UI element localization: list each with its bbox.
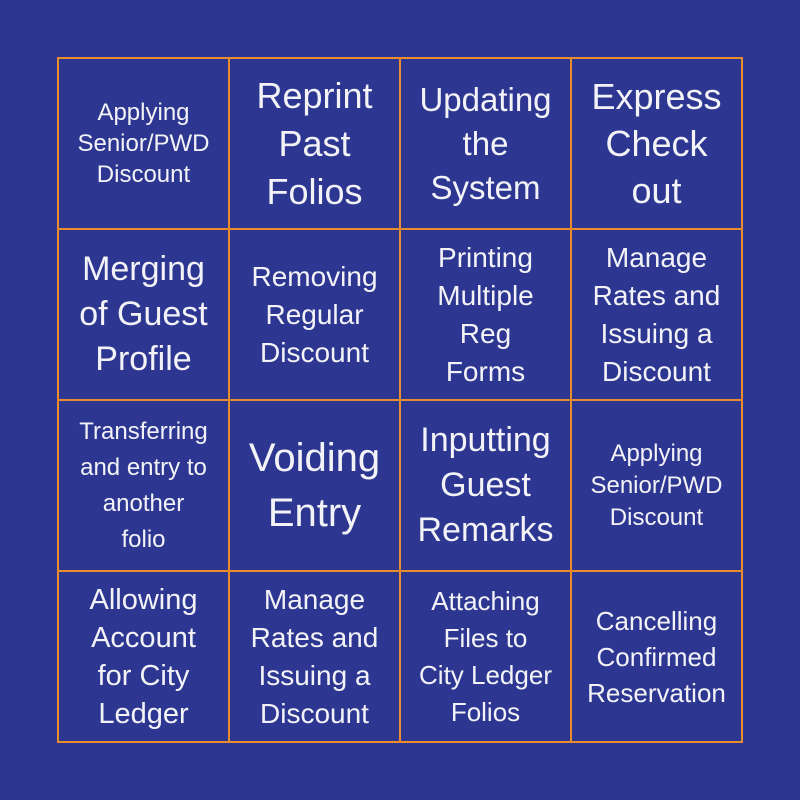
bingo-cell-r3c2[interactable]: Voiding Entry (230, 401, 399, 570)
bingo-cell-r2c3[interactable]: Printing Multiple Reg Forms (401, 230, 570, 399)
bingo-cell-label: Updating the System (419, 80, 552, 206)
bingo-cell-r2c2[interactable]: Removing Regular Discount (230, 230, 399, 399)
bingo-cell-r4c3[interactable]: Attaching Files to City Ledger Folios (401, 572, 570, 741)
bingo-cell-label: Inputting Guest Remarks (417, 421, 554, 549)
bingo-cell-r4c1[interactable]: Allowing Account for City Ledger (59, 572, 228, 741)
bingo-cell-r1c4[interactable]: Express Check out (572, 59, 741, 228)
bingo-cell-r2c1[interactable]: Merging of Guest Profile (59, 230, 228, 399)
bingo-cell-label: Reprint Past Folios (256, 74, 373, 212)
bingo-cell-r1c1[interactable]: Applying Senior/PWD Discount (59, 59, 228, 228)
bingo-cell-r4c2[interactable]: Manage Rates and Issuing a Discount (230, 572, 399, 741)
bingo-cell-r1c2[interactable]: Reprint Past Folios (230, 59, 399, 228)
bingo-cell-label: Merging of Guest Profile (79, 250, 208, 378)
bingo-cell-label: Applying Senior/PWD Discount (77, 99, 210, 188)
bingo-cell-label: Manage Rates and Issuing a Discount (250, 583, 379, 729)
bingo-cell-label: Manage Rates and Issuing a Discount (592, 241, 721, 387)
bingo-cell-r3c3[interactable]: Inputting Guest Remarks (401, 401, 570, 570)
bingo-cell-label: Applying Senior/PWD Discount (590, 439, 723, 531)
bingo-cell-label: Transferring and entry to another folio (79, 417, 208, 553)
bingo-cell-r3c1[interactable]: Transferring and entry to another folio (59, 401, 228, 570)
bingo-cell-r4c4[interactable]: Cancelling Confirmed Reservation (572, 572, 741, 741)
bingo-cell-label: Removing Regular Discount (251, 260, 378, 368)
bingo-cell-label: Allowing Account for City Ledger (89, 583, 198, 730)
bingo-cell-r1c3[interactable]: Updating the System (401, 59, 570, 228)
bingo-cell-r3c4[interactable]: Applying Senior/PWD Discount (572, 401, 741, 570)
bingo-grid: Applying Senior/PWD Discount Reprint Pas… (57, 57, 743, 743)
bingo-cell-label: Express Check out (591, 76, 722, 211)
bingo-cell-r2c4[interactable]: Manage Rates and Issuing a Discount (572, 230, 741, 399)
bingo-cell-label: Attaching Files to City Ledger Folios (419, 585, 552, 727)
bingo-cell-label: Printing Multiple Reg Forms (437, 241, 534, 387)
bingo-cell-label: Voiding Entry (248, 435, 381, 535)
bingo-cell-label: Cancelling Confirmed Reservation (587, 605, 726, 708)
